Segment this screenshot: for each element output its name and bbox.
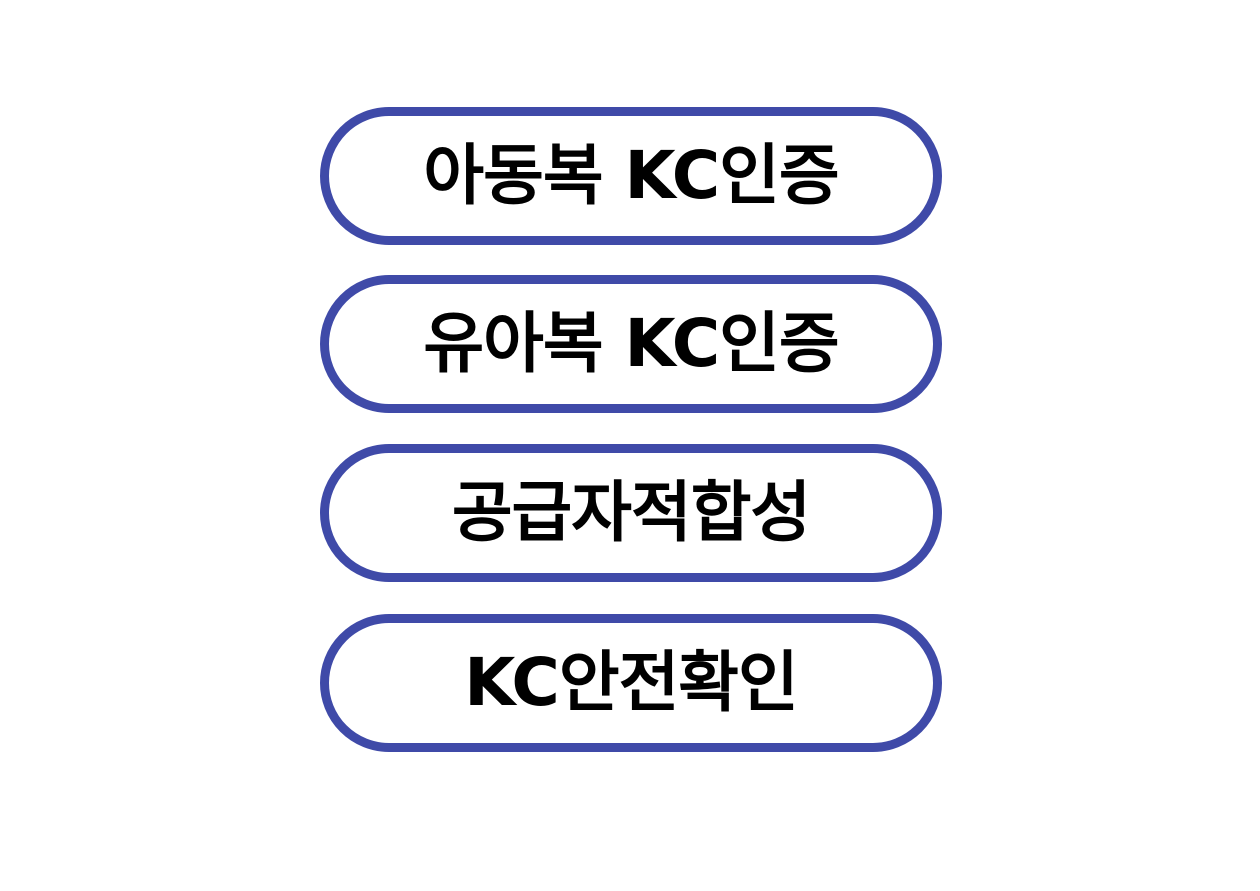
button-label: KC안전확인 (464, 644, 798, 721)
button-label: 아동복 KC인증 (423, 137, 839, 214)
kc-safety-confirmation-button[interactable]: KC안전확인 (320, 614, 942, 752)
button-label: 유아복 KC인증 (423, 305, 839, 382)
infant-clothing-kc-certification-button[interactable]: 유아복 KC인증 (320, 275, 942, 413)
childrens-clothing-kc-certification-button[interactable]: 아동복 KC인증 (320, 107, 942, 245)
supplier-conformity-button[interactable]: 공급자적합성 (320, 444, 942, 582)
button-label: 공급자적합성 (451, 474, 811, 551)
